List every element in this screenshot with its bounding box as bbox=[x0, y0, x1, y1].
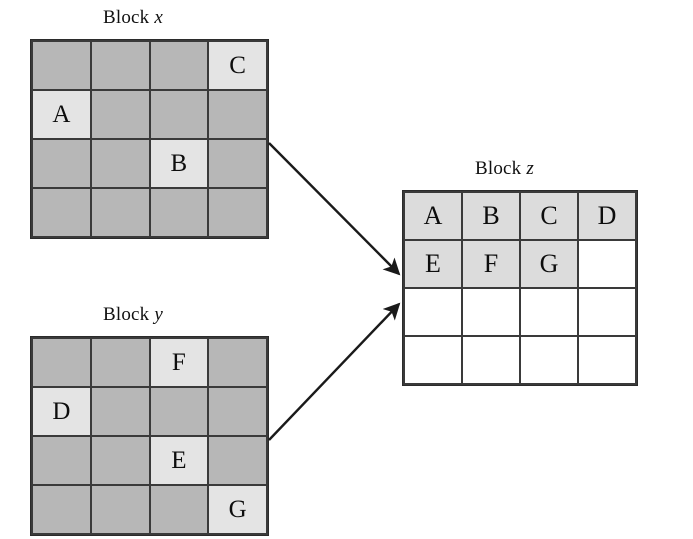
block-y-cell-r3c2 bbox=[91, 437, 149, 484]
block-y-cell-r2c2 bbox=[91, 388, 149, 435]
block-x-caption-variable: x bbox=[154, 7, 163, 28]
block-x-caption-prefix: Block bbox=[103, 7, 150, 28]
block-z-cell-r3c1 bbox=[405, 289, 461, 335]
block-x-cell-r2c2 bbox=[91, 91, 149, 138]
block-z-cell-r4c4 bbox=[579, 337, 635, 383]
block-y-cell-r3c1 bbox=[33, 437, 90, 484]
block-y-cell-r4c1 bbox=[33, 486, 90, 533]
block-y-cell-r3c4 bbox=[209, 437, 266, 484]
block-z-cell-r2c4 bbox=[579, 241, 635, 287]
block-x-cell-r4c4 bbox=[209, 189, 266, 236]
block-x-cell-r1c4: C bbox=[209, 42, 266, 89]
block-y-cell-r2c4 bbox=[209, 388, 266, 435]
block-y-cell-r1c2 bbox=[91, 339, 149, 386]
arrow-x-to-z bbox=[268, 142, 401, 276]
block-x-cell-r3c1 bbox=[33, 140, 90, 187]
block-z-caption-prefix: Block bbox=[475, 158, 522, 179]
block-x-cell-r1c2 bbox=[91, 42, 149, 89]
block-z-cell-r1c3: C bbox=[521, 193, 577, 239]
block-y-cell-r4c3 bbox=[150, 486, 208, 533]
block-x-cell-r2c4 bbox=[209, 91, 266, 138]
block-y-cell-r1c3: F bbox=[150, 339, 208, 386]
block-x-cell-r4c2 bbox=[91, 189, 149, 236]
block-z-cell-r1c1: A bbox=[405, 193, 461, 239]
block-y-cell-r2c3 bbox=[150, 388, 208, 435]
block-y-cell-r4c4: G bbox=[209, 486, 266, 533]
block-y-cell-r1c1 bbox=[33, 339, 90, 386]
watermark-text bbox=[470, 519, 685, 533]
block-x-cell-r3c2 bbox=[91, 140, 149, 187]
block-z-cell-r3c3 bbox=[521, 289, 577, 335]
block-y-caption: Block y bbox=[103, 303, 163, 327]
block-x-cell-r1c1 bbox=[33, 42, 90, 89]
block-z-cell-r1c2: B bbox=[463, 193, 519, 239]
block-z-cell-r1c4: D bbox=[579, 193, 635, 239]
block-z-cell-r3c4 bbox=[579, 289, 635, 335]
block-x-cell-r2c1: A bbox=[33, 91, 90, 138]
block-x-cell-r3c4 bbox=[209, 140, 266, 187]
block-z-caption-variable: z bbox=[526, 158, 534, 179]
arrow-y-to-z bbox=[268, 302, 401, 441]
block-y-cell-r1c4 bbox=[209, 339, 266, 386]
block-y-cell-r4c2 bbox=[91, 486, 149, 533]
block-y-caption-variable: y bbox=[154, 304, 163, 325]
block-x-cell-r3c3: B bbox=[150, 140, 208, 187]
block-z-cell-r2c1: E bbox=[405, 241, 461, 287]
block-z-caption: Block z bbox=[475, 157, 534, 181]
block-x-cell-r2c3 bbox=[150, 91, 208, 138]
block-z-cell-r2c2: F bbox=[463, 241, 519, 287]
block-x-cell-r4c3 bbox=[150, 189, 208, 236]
block-x-caption: Block x bbox=[103, 6, 163, 30]
block-z-cell-r4c1 bbox=[405, 337, 461, 383]
block-y-cell-r3c3: E bbox=[150, 437, 208, 484]
block-z-cell-r4c3 bbox=[521, 337, 577, 383]
block-y-caption-prefix: Block bbox=[103, 304, 150, 325]
block-y-cell-r2c1: D bbox=[33, 388, 90, 435]
block-z-cell-r3c2 bbox=[463, 289, 519, 335]
block-x-grid: C A B bbox=[30, 39, 269, 239]
block-x-cell-r1c3 bbox=[150, 42, 208, 89]
block-z-cell-r2c3: G bbox=[521, 241, 577, 287]
block-x-cell-r4c1 bbox=[33, 189, 90, 236]
block-z-cell-r4c2 bbox=[463, 337, 519, 383]
